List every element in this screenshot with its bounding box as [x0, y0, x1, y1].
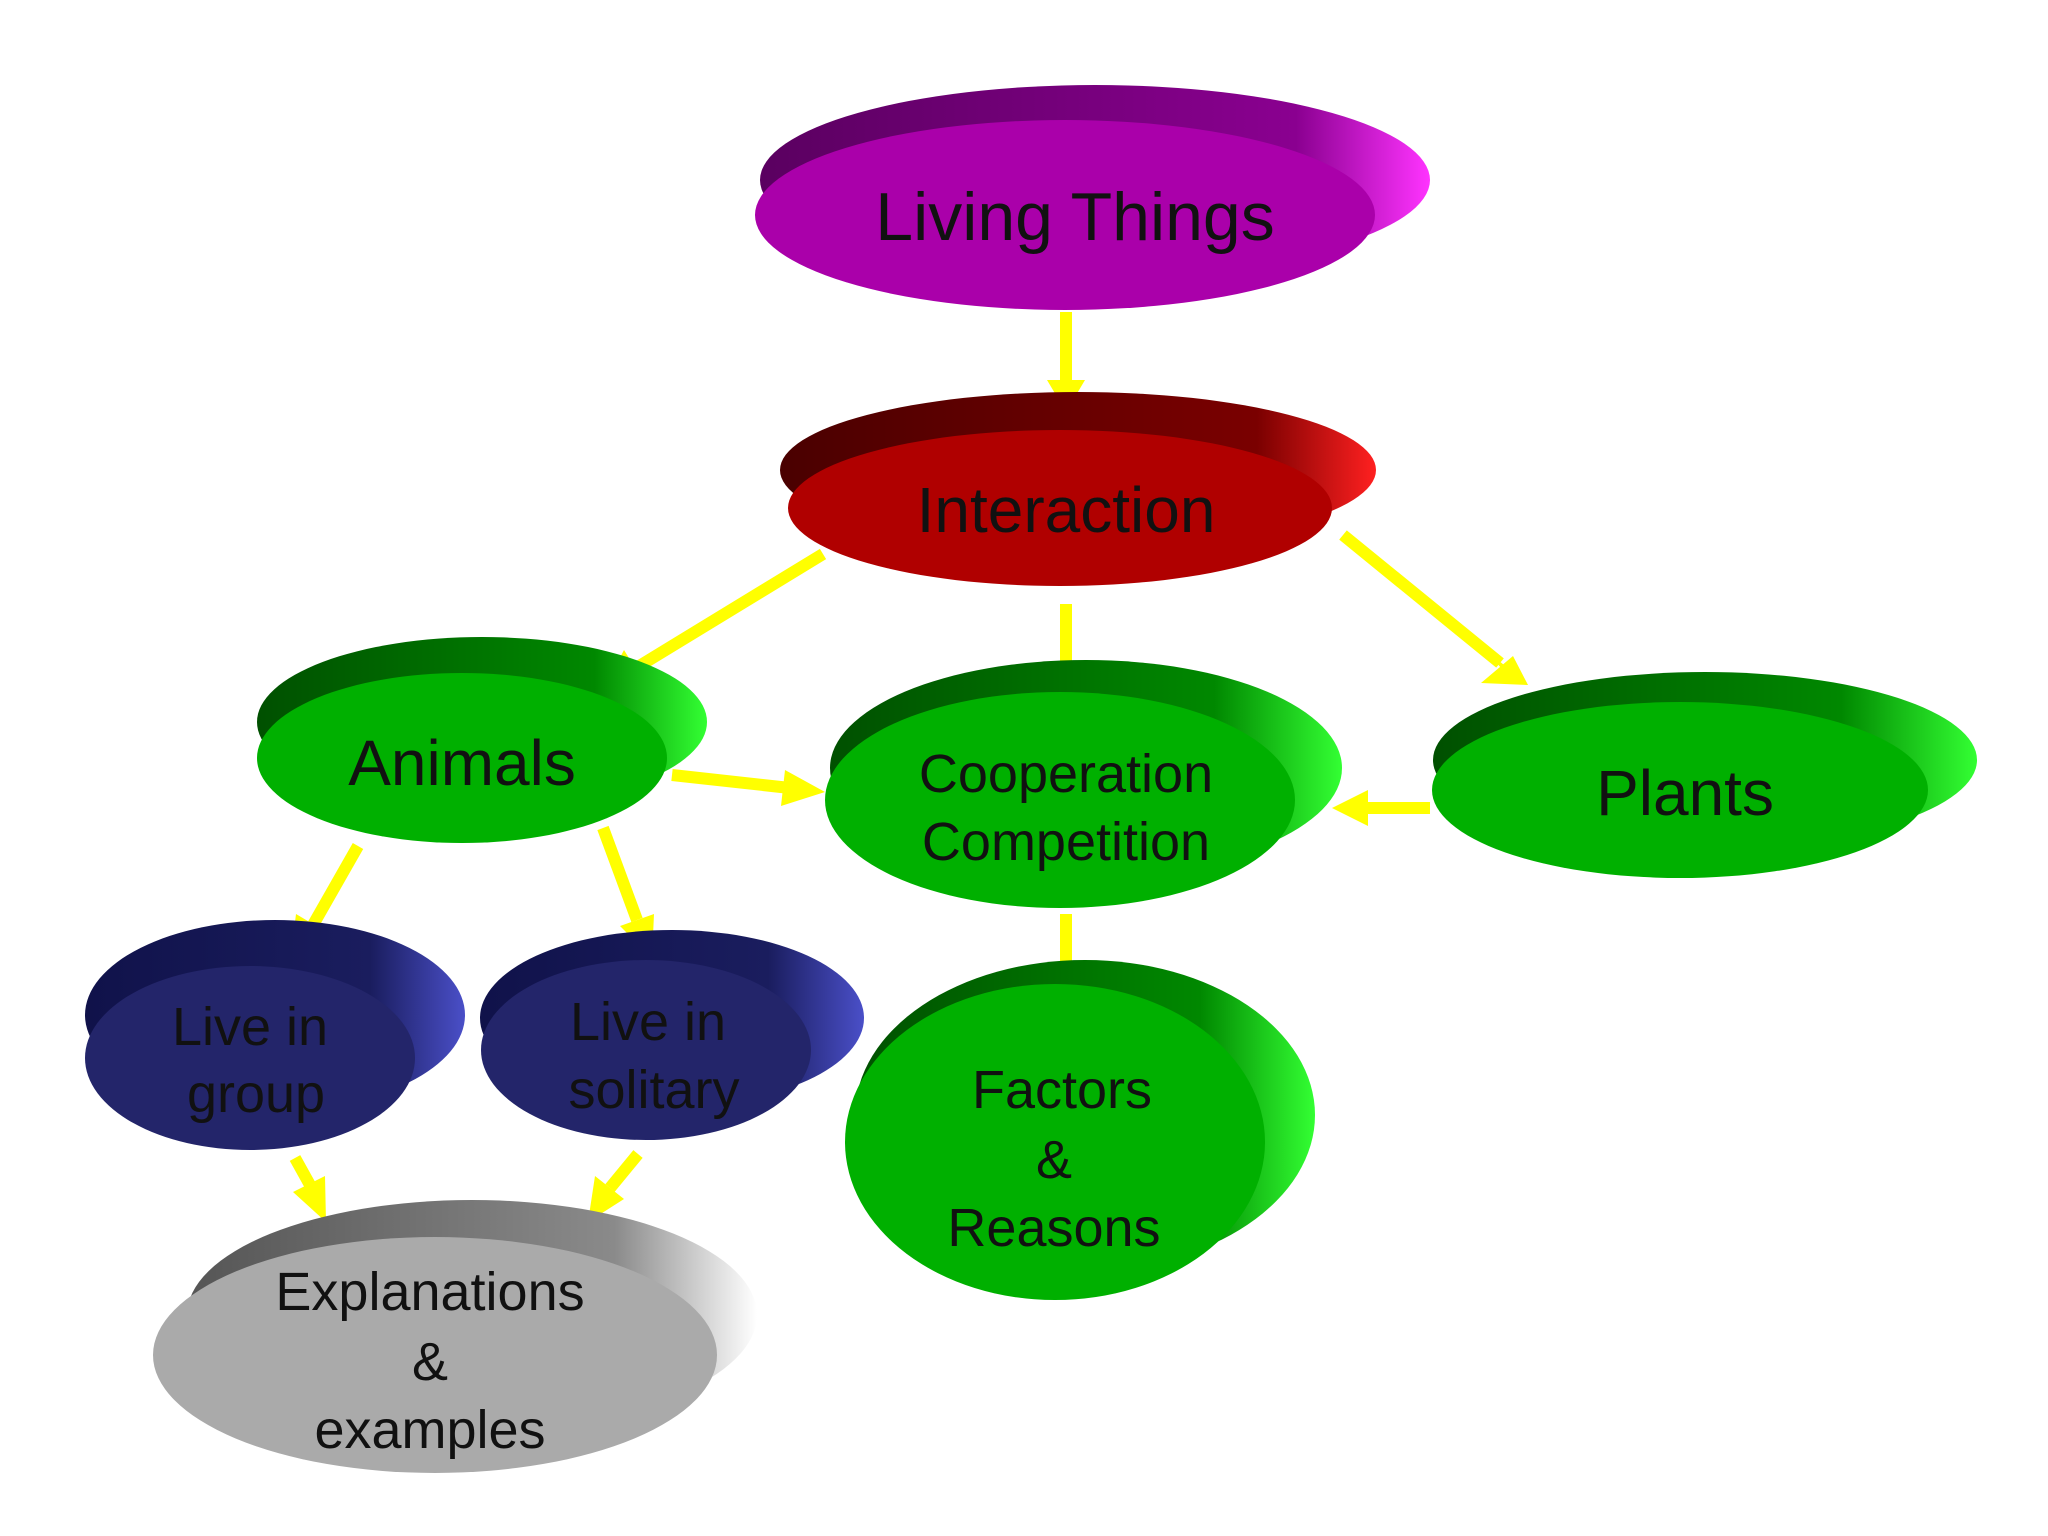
node-cooperation-label-line2: Competition [922, 812, 1210, 872]
node-living-things-label: Living Things [875, 179, 1274, 255]
node-animals-label: Animals [348, 727, 576, 799]
node-factors-label-line2: & [1036, 1130, 1072, 1190]
arrow-live-solitary-to-explanations [588, 1150, 643, 1222]
node-live-group-label-line1: Live in [172, 997, 328, 1057]
node-live-group-label-line2: group [187, 1064, 325, 1124]
node-explanations: Explanations & examples [153, 1200, 757, 1473]
node-plants: Plants [1432, 672, 1977, 878]
node-animals: Animals [257, 637, 707, 843]
arrow-live-group-to-explanations [289, 1155, 326, 1222]
node-plants-label: Plants [1596, 757, 1774, 829]
node-live-in-solitary: Live in solitary [480, 930, 864, 1140]
arrow-animals-to-cooperation [671, 769, 825, 806]
node-cooperation: Cooperation Competition [825, 660, 1342, 908]
node-factors-label-line3: Reasons [947, 1198, 1160, 1258]
node-explanations-label-line3: examples [314, 1400, 545, 1460]
node-interaction: Interaction [780, 392, 1376, 586]
arrow-interaction-to-plants [1339, 530, 1528, 685]
node-cooperation-label-line1: Cooperation [919, 744, 1213, 804]
node-living-things: Living Things [755, 85, 1430, 310]
node-live-solitary-label-line1: Live in [570, 992, 726, 1052]
node-explanations-label-line1: Explanations [275, 1262, 584, 1322]
node-interaction-label: Interaction [917, 474, 1216, 546]
node-live-solitary-label-line2: solitary [568, 1060, 739, 1120]
node-factors: Factors & Reasons [845, 960, 1315, 1300]
arrow-plants-to-cooperation [1332, 790, 1430, 826]
node-live-in-group: Live in group [85, 920, 465, 1150]
node-explanations-label-line2: & [412, 1332, 448, 1392]
node-factors-label-line1: Factors [972, 1060, 1152, 1120]
